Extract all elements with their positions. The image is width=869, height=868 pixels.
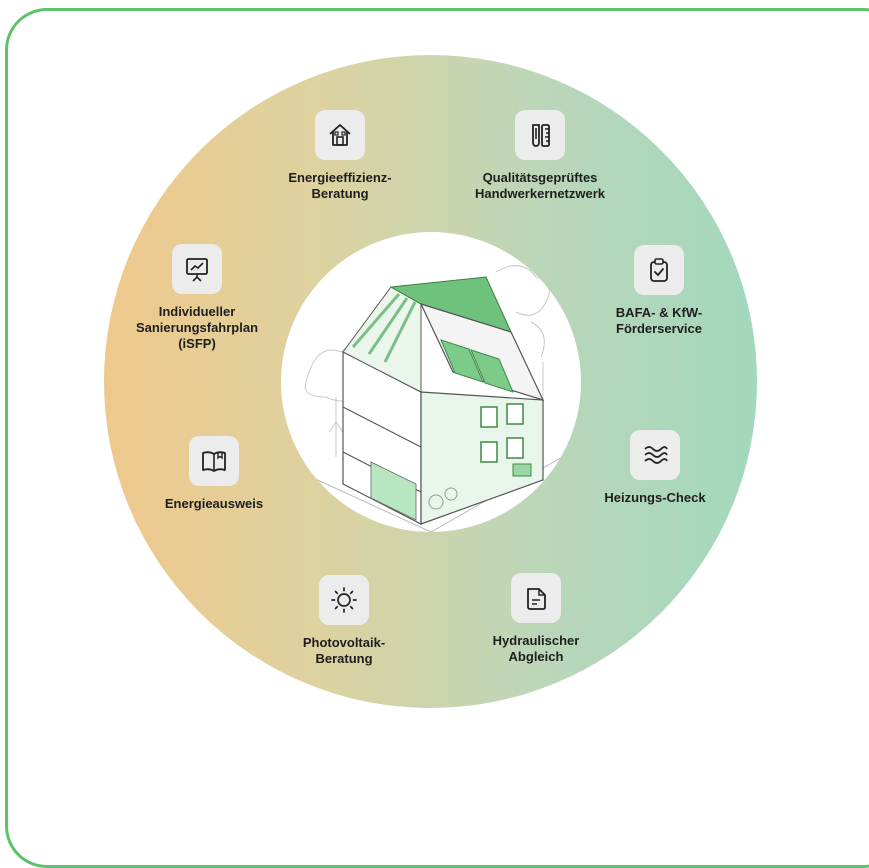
house-icon-box [315, 110, 365, 160]
book-icon [202, 451, 226, 472]
service-heizung: Heizungs-Check [555, 430, 755, 506]
presentation-chart-icon-box [172, 244, 222, 294]
house-drawing [304, 265, 572, 532]
sun-icon [331, 587, 357, 613]
service-energieeffizienz: Energieeffizienz- Beratung [240, 110, 440, 202]
service-label: Photovoltaik- Beratung [302, 635, 386, 666]
document-icon [527, 588, 546, 610]
house-icon [329, 124, 351, 146]
service-label: Energieausweis [164, 496, 264, 511]
service-handwerker: Qualitätsgeprüftes Handwerkernetzwerk [440, 110, 640, 202]
house-illustration [281, 232, 581, 532]
service-label: BAFA- & KfW- Förderservice [615, 305, 703, 336]
waves-icon [644, 446, 668, 464]
service-hydraulik: Hydraulischer Abgleich [436, 573, 636, 665]
service-energieausweis: Energieausweis [114, 436, 314, 512]
service-foerder: BAFA- & KfW- Förderservice [559, 245, 759, 337]
document-icon-box [511, 573, 561, 623]
tools-icon [532, 124, 550, 147]
waves-icon-box [630, 430, 680, 480]
service-label: Qualitätsgeprüftes Handwerkernetzwerk [474, 170, 606, 201]
service-isfp: Individueller Sanierungsfahrplan (iSFP) [97, 244, 297, 352]
service-label: Energieeffizienz- Beratung [288, 170, 392, 201]
sun-icon-box [319, 575, 369, 625]
presentation-chart-icon [186, 258, 208, 282]
clipboard-check-icon [650, 258, 668, 282]
service-photovoltaik: Photovoltaik- Beratung [244, 575, 444, 667]
clipboard-check-icon-box [634, 245, 684, 295]
book-icon-box [189, 436, 239, 486]
tools-icon-box [515, 110, 565, 160]
service-label: Hydraulischer Abgleich [492, 633, 580, 664]
service-label: Heizungs-Check [604, 490, 706, 505]
service-label: Individueller Sanierungsfahrplan (iSFP) [135, 304, 259, 351]
